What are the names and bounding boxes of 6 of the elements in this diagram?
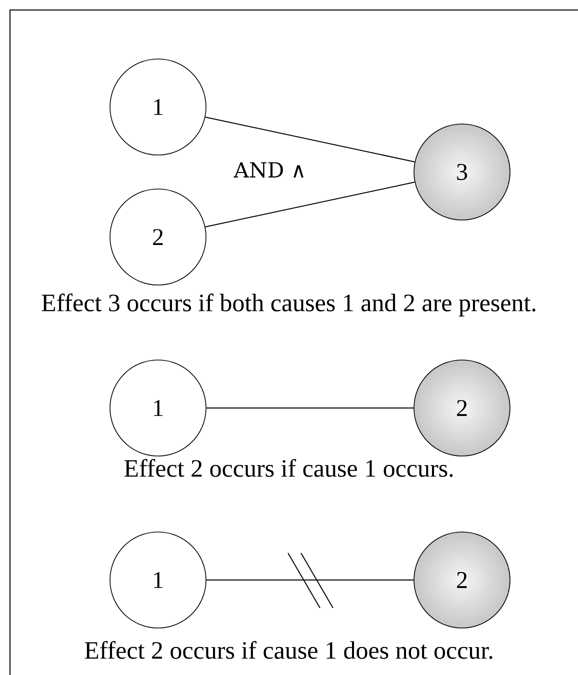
connector [204, 182, 416, 228]
caption: Effect 2 occurs if cause 1 occurs. [124, 459, 453, 477]
operator-label: AND ∧ [234, 162, 304, 178]
caption: Effect 2 occurs if cause 1 does not occur. [84, 641, 492, 659]
connector [204, 116, 416, 162]
caption: Effect 3 occurs if both causes 1 and 2 are present. [42, 294, 536, 316]
